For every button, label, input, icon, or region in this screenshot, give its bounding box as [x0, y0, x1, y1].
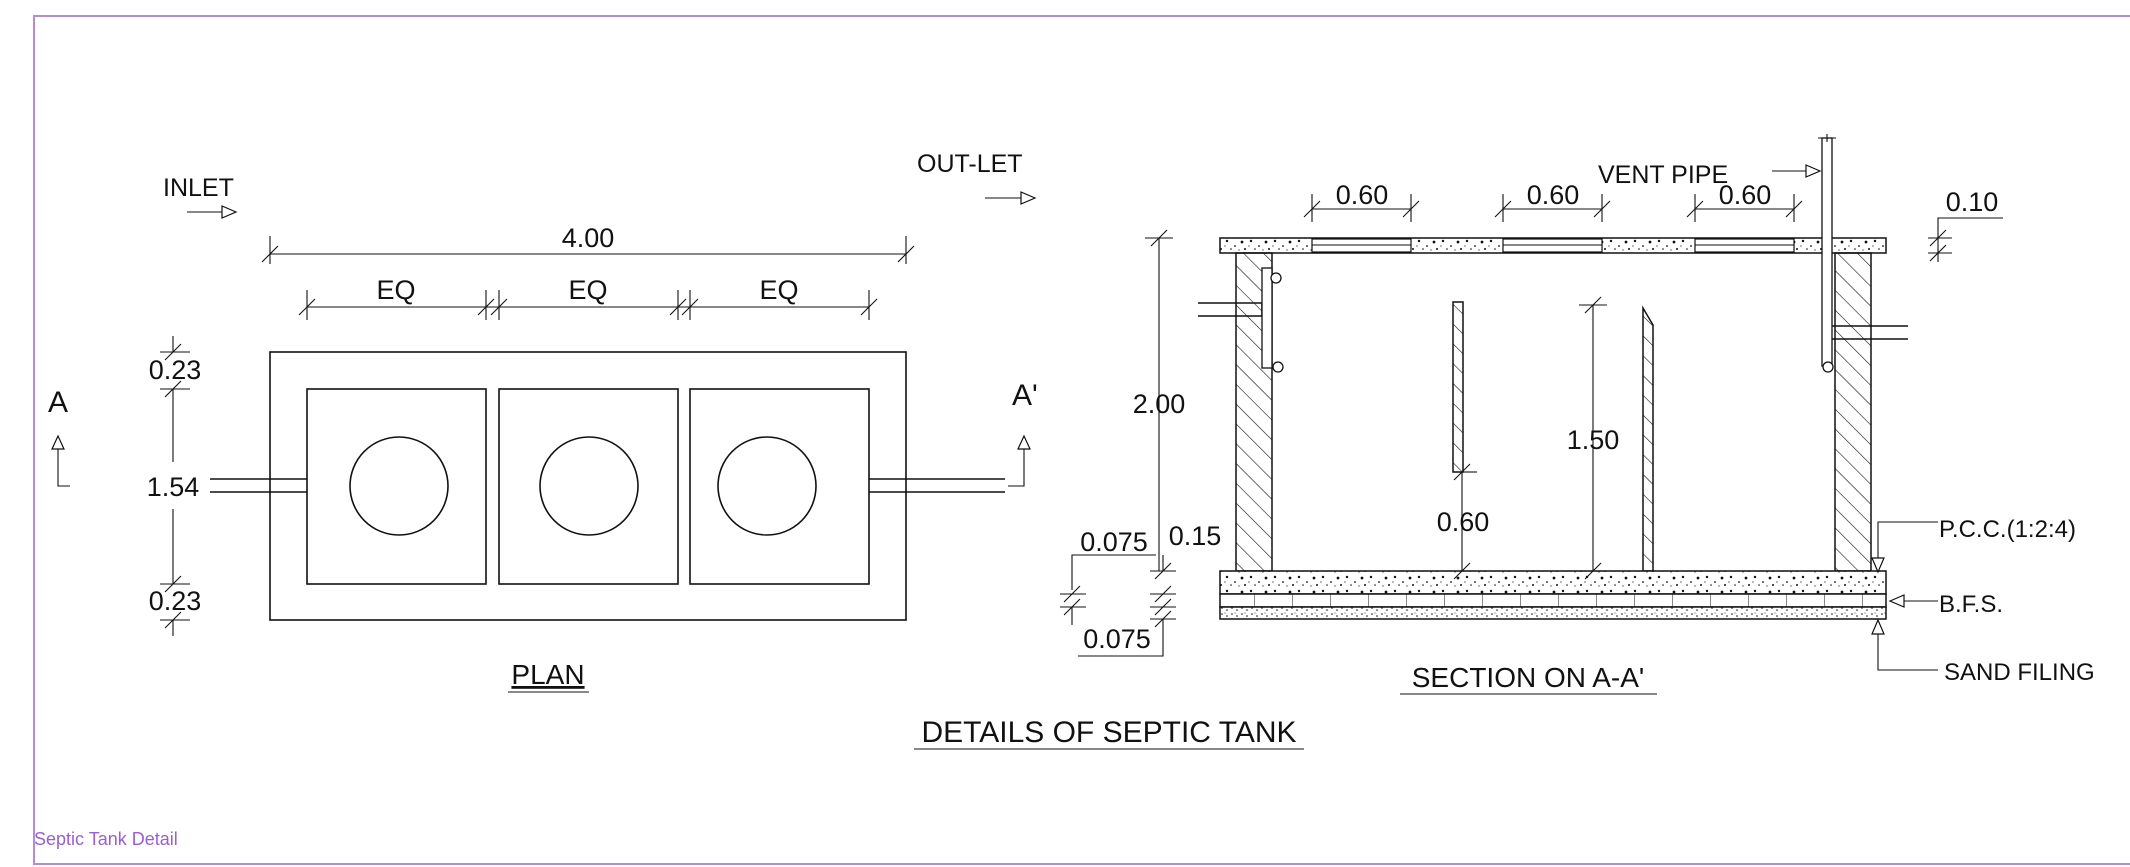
- manhole-1: [349, 436, 449, 536]
- eq-label-2: EQ: [568, 275, 607, 305]
- bfs-leader: [1888, 594, 1938, 608]
- drawing-title: DETAILS OF SEPTIC TANK: [921, 716, 1296, 749]
- outlet-pipe: [869, 478, 1005, 493]
- pcc-label: P.C.C.(1:2:4): [1939, 516, 2076, 543]
- opening-dim-3: 0.60: [1719, 180, 1772, 210]
- pcc-leader: [1871, 521, 1938, 574]
- dim-baffle-height: [1579, 296, 1607, 580]
- plan-title: PLAN: [511, 659, 584, 690]
- dim-base-layers: [1060, 554, 1176, 657]
- sand-leader: [1871, 618, 1938, 671]
- wall-top-label: 0.23: [149, 355, 202, 385]
- overall-length-label: 4.00: [562, 223, 615, 253]
- inlet-arrow: [187, 205, 238, 219]
- baffle-gap-label: 0.60: [1437, 507, 1490, 537]
- manhole-2: [539, 436, 639, 536]
- section-mark-a-prime: A': [1012, 379, 1038, 412]
- section-arrow-a: [51, 434, 70, 487]
- plan-view: INLET OUT-LET A A' 4.00: [48, 150, 1038, 693]
- pcc-thickness-label: 0.15: [1169, 521, 1222, 551]
- right-wall: [1834, 252, 1872, 572]
- eq-label-3: EQ: [759, 275, 798, 305]
- dim-depth: [1145, 229, 1173, 571]
- bfs-label: B.F.S.: [1939, 591, 2003, 618]
- sheet-frame: [33, 15, 2130, 865]
- manhole-3: [717, 436, 817, 536]
- opening-dim-1: 0.60: [1336, 180, 1389, 210]
- vent-pipe: [1818, 134, 1908, 373]
- depth-label: 2.00: [1133, 389, 1186, 419]
- wall-bottom-label: 0.23: [149, 586, 202, 616]
- left-wall: [1235, 252, 1273, 572]
- vent-pipe-arrow: [1772, 164, 1822, 178]
- section-inlet-pipe: [1198, 267, 1284, 373]
- section-title: SECTION ON A-A': [1412, 662, 1645, 693]
- plan-chamber-3: [689, 388, 870, 585]
- pcc-base: [1219, 570, 1887, 595]
- layer-bottom-label: 0.075: [1083, 624, 1151, 654]
- outlet-arrow: [985, 191, 1037, 205]
- dim-baffle-gap: [1453, 463, 1477, 580]
- eq-label-1: EQ: [376, 275, 415, 305]
- baffle-height-label: 1.50: [1567, 425, 1620, 455]
- inner-width-label: 1.54: [147, 472, 200, 502]
- section-arrow-a-prime: [1008, 434, 1031, 487]
- inlet-label: INLET: [163, 174, 234, 202]
- outlet-label: OUT-LET: [917, 150, 1023, 178]
- bfs-layer: [1219, 593, 1887, 608]
- vent-pipe-label: VENT PIPE: [1598, 161, 1728, 189]
- opening-dim-2: 0.60: [1527, 180, 1580, 210]
- plan-chamber-1: [306, 388, 487, 585]
- dim-eq-chain: [298, 290, 878, 320]
- plan-outer-wall: [269, 351, 907, 621]
- dim-openings: [1303, 194, 1803, 222]
- section-mark-a: A: [48, 386, 68, 419]
- dim-overall-length: [261, 236, 915, 264]
- sand-label: SAND FILING: [1944, 659, 2095, 686]
- baffle-1: [1452, 301, 1464, 473]
- section-view: VENT PIPE 0.60 0.60 0.60: [1060, 134, 2095, 695]
- sand-layer: [1219, 606, 1887, 620]
- sheet-label: Septic Tank Detail: [34, 829, 178, 849]
- layer-top-label: 0.075: [1080, 527, 1148, 557]
- slab-thickness-label: 0.10: [1946, 187, 1999, 217]
- baffle-2: [1642, 305, 1654, 572]
- dim-plan-vertical: [160, 336, 190, 636]
- inlet-pipe: [210, 478, 307, 493]
- plan-chamber-2: [498, 388, 679, 585]
- dim-slab-thickness: [1928, 217, 2003, 262]
